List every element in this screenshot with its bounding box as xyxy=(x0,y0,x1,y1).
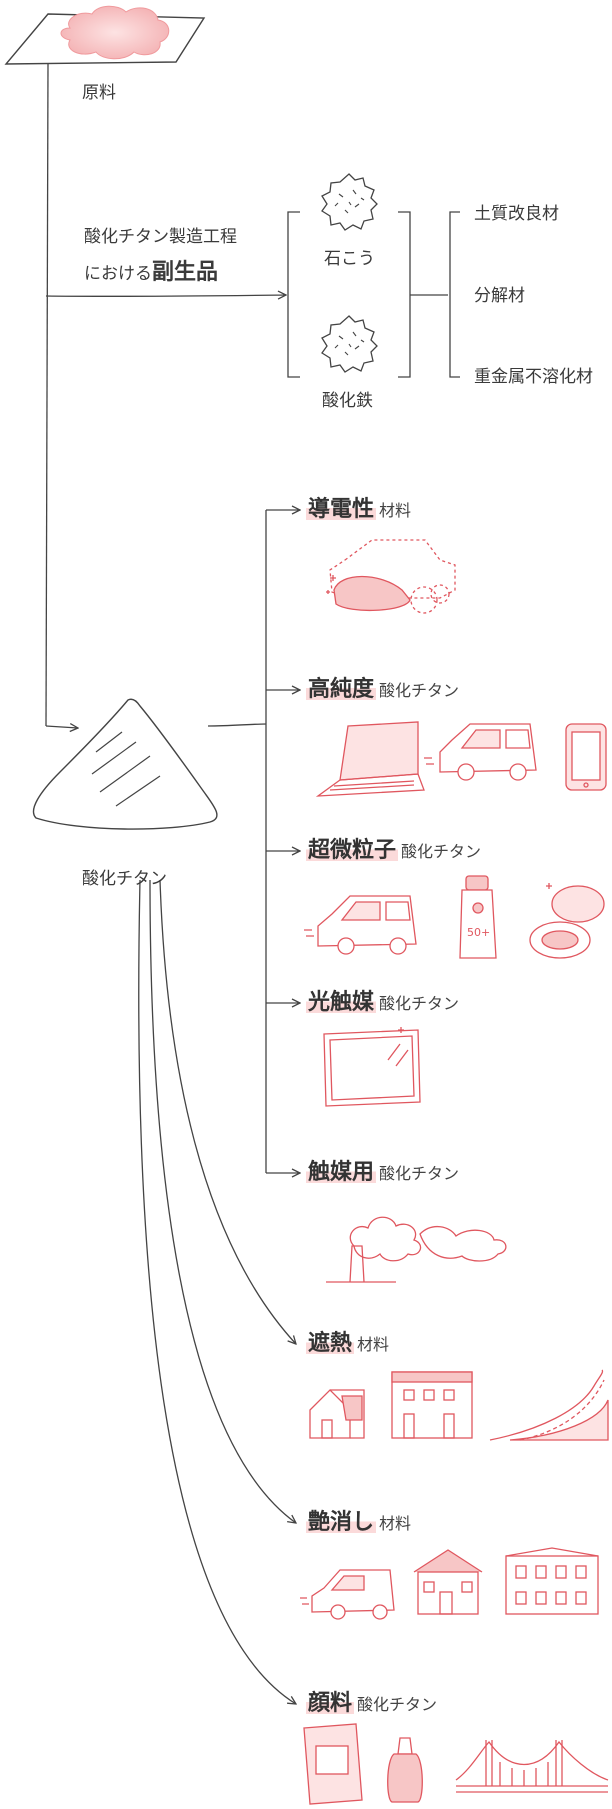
building-icon xyxy=(391,1371,473,1439)
byproduct-caption-line1: 酸化チタン製造工程 xyxy=(84,227,237,247)
application-ultrafine: 超微粒子酸化チタン xyxy=(306,836,481,867)
application-name: 顔料 xyxy=(306,1691,355,1716)
application-high-purity: 高純度酸化チタン xyxy=(306,675,459,706)
application-suffix: 酸化チタン xyxy=(379,1164,460,1183)
application-matting: 艶消し材料 xyxy=(306,1508,411,1539)
application-suffix: 酸化チタン xyxy=(379,681,460,700)
application-name: 高純度 xyxy=(306,677,377,702)
application-suffix: 材料 xyxy=(357,1335,390,1354)
application-suffix: 材料 xyxy=(379,1514,412,1533)
byproduct-caption-prefix: における xyxy=(84,264,152,284)
byproduct-gypsum-label: 石こう xyxy=(324,249,375,269)
paint-pouch-icon xyxy=(303,1723,363,1805)
byproduct-caption-line2: における副生品 xyxy=(84,258,218,289)
compact-mirror-icon xyxy=(529,883,605,959)
raw-material-label: 原料 xyxy=(82,83,116,103)
school-building-icon xyxy=(505,1547,599,1615)
road-icon xyxy=(489,1369,609,1441)
gypsum-icon xyxy=(321,173,378,231)
flow-lines xyxy=(45,63,460,1704)
use-decomposition: 分解材 xyxy=(474,286,525,306)
byproduct-iron-oxide-label: 酸化鉄 xyxy=(322,391,373,411)
house-icon xyxy=(309,1389,365,1439)
application-conductive: 導電性材料 xyxy=(306,495,411,526)
use-soil-improvement: 土質改良材 xyxy=(474,204,559,224)
use-heavy-metal-insolubilizer: 重金属不溶化材 xyxy=(474,367,593,387)
sunscreen-icon xyxy=(459,875,497,959)
application-pigment: 顔料酸化チタン xyxy=(306,1689,437,1720)
application-photocatalyst: 光触媒酸化チタン xyxy=(306,988,459,1019)
product-label: 酸化チタン xyxy=(82,869,167,889)
application-name: 光触媒 xyxy=(306,990,377,1015)
window-glass-icon xyxy=(323,1027,421,1107)
application-suffix: 酸化チタン xyxy=(357,1695,438,1714)
application-suffix: 酸化チタン xyxy=(379,994,460,1013)
matte-house-icon xyxy=(413,1549,483,1615)
van-icon xyxy=(424,723,537,781)
factory-smoke-icon xyxy=(326,1216,507,1283)
application-suffix: 材料 xyxy=(379,501,412,520)
application-name: 超微粒子 xyxy=(306,838,399,863)
application-heat-shield: 遮熱材料 xyxy=(306,1329,389,1360)
application-name: 触媒用 xyxy=(306,1160,377,1185)
application-name: 艶消し xyxy=(306,1510,377,1535)
smartphone-icon xyxy=(565,723,607,791)
application-suffix: 酸化チタン xyxy=(401,842,482,861)
matte-van-icon xyxy=(300,1569,395,1620)
application-catalyst: 触媒用酸化チタン xyxy=(306,1158,459,1189)
iron-oxide-icon xyxy=(321,315,378,373)
application-name: 導電性 xyxy=(306,497,377,522)
byproduct-caption-emphasis: 副生品 xyxy=(152,260,219,285)
small-van-icon xyxy=(304,895,417,955)
raw-material-icon xyxy=(4,5,206,65)
titanium-oxide-pile-icon xyxy=(32,698,218,830)
conductive-car-icon xyxy=(326,539,456,614)
application-name: 遮熱 xyxy=(306,1331,355,1356)
laptop-icon xyxy=(315,721,425,797)
suspension-bridge-icon xyxy=(455,1740,609,1793)
sunscreen-label: 50+ xyxy=(467,926,490,939)
lotion-bottle-icon xyxy=(387,1737,423,1803)
